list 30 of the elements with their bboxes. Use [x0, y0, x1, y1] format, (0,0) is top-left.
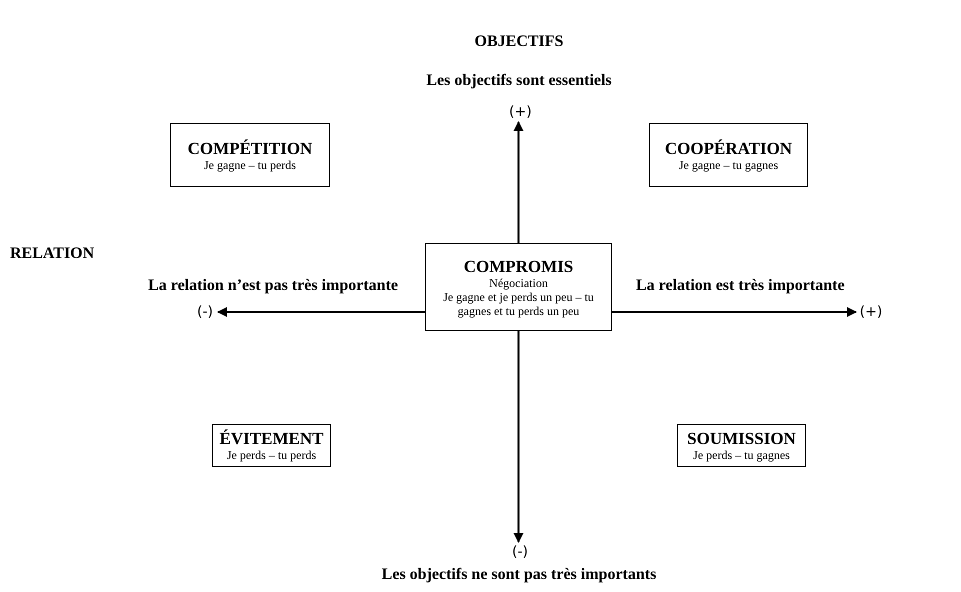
strategy-title: SOUMISSION	[687, 429, 796, 448]
strategy-box	[677, 424, 806, 467]
strategy-description: Je gagne – tu gagnes	[678, 158, 778, 172]
axis-caption: La relation n’est pas très importante	[148, 277, 398, 295]
axis-caption: La relation est très importante	[636, 277, 845, 295]
axis-caption: Les objectifs sont essentiels	[426, 72, 612, 90]
axis-sign: (+)	[858, 304, 884, 320]
strategy-description: Négociation	[489, 276, 548, 290]
axis-title: RELATION	[10, 245, 94, 263]
strategy-description: Je gagne – tu perds	[204, 158, 296, 172]
strategy-box	[649, 123, 808, 187]
strategy-box	[170, 123, 330, 187]
strategy-description: Je gagne et je perds un peu – tu gagnes et tu perds un peu	[442, 290, 595, 318]
strategy-title: COMPROMIS	[464, 256, 574, 276]
axis-title: OBJECTIFS	[474, 33, 564, 51]
center-box	[425, 243, 612, 331]
strategy-title: COOPÉRATION	[664, 138, 792, 158]
arrow	[612, 307, 857, 317]
axis-sign: (-)	[509, 544, 531, 560]
axis-sign: (-)	[194, 304, 216, 320]
arrow	[514, 121, 524, 243]
axis-caption: Les objectifs ne sont pas très importants	[382, 566, 656, 584]
strategy-title: COMPÉTITION	[188, 138, 312, 158]
strategy-description: Je perds – tu perds	[226, 448, 316, 462]
strategy-title: ÉVITEMENT	[220, 429, 324, 448]
axis-sign: (+)	[509, 104, 531, 120]
strategy-description: Je perds – tu gagnes	[693, 448, 790, 462]
arrow	[514, 331, 524, 543]
strategy-box	[212, 424, 331, 467]
arrow	[217, 307, 425, 317]
